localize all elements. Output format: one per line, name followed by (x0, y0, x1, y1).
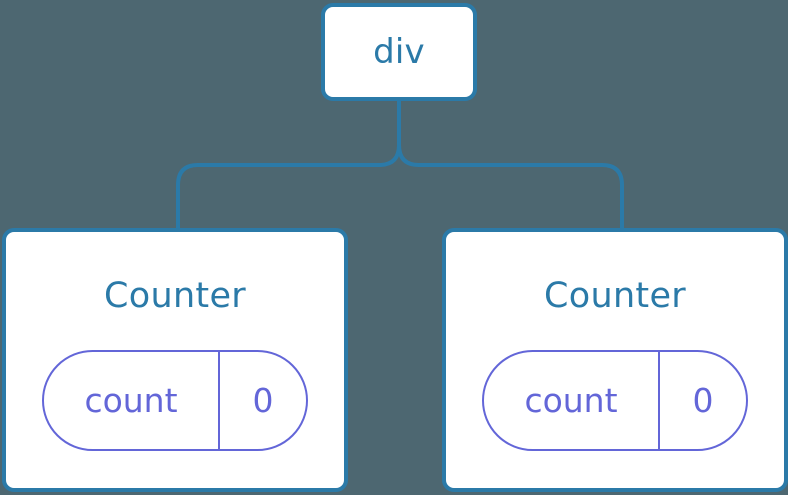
node-div[interactable]: div (321, 3, 477, 101)
state-value-1: 0 (252, 381, 274, 420)
node-counter-1[interactable]: Counter count 0 (2, 228, 348, 492)
connector-root-stem (176, 99, 401, 230)
node-counter-2[interactable]: Counter count 0 (442, 228, 788, 492)
node-counter-2-label: Counter (544, 276, 686, 316)
state-pill-1[interactable]: count 0 (42, 350, 308, 451)
state-value-2: 0 (692, 381, 714, 420)
node-div-label: div (373, 32, 425, 72)
state-key-1: count (44, 352, 220, 449)
state-pill-2[interactable]: count 0 (482, 350, 748, 451)
node-counter-1-label: Counter (104, 276, 246, 316)
state-key-2: count (484, 352, 660, 449)
connector-branch-right (397, 99, 624, 230)
